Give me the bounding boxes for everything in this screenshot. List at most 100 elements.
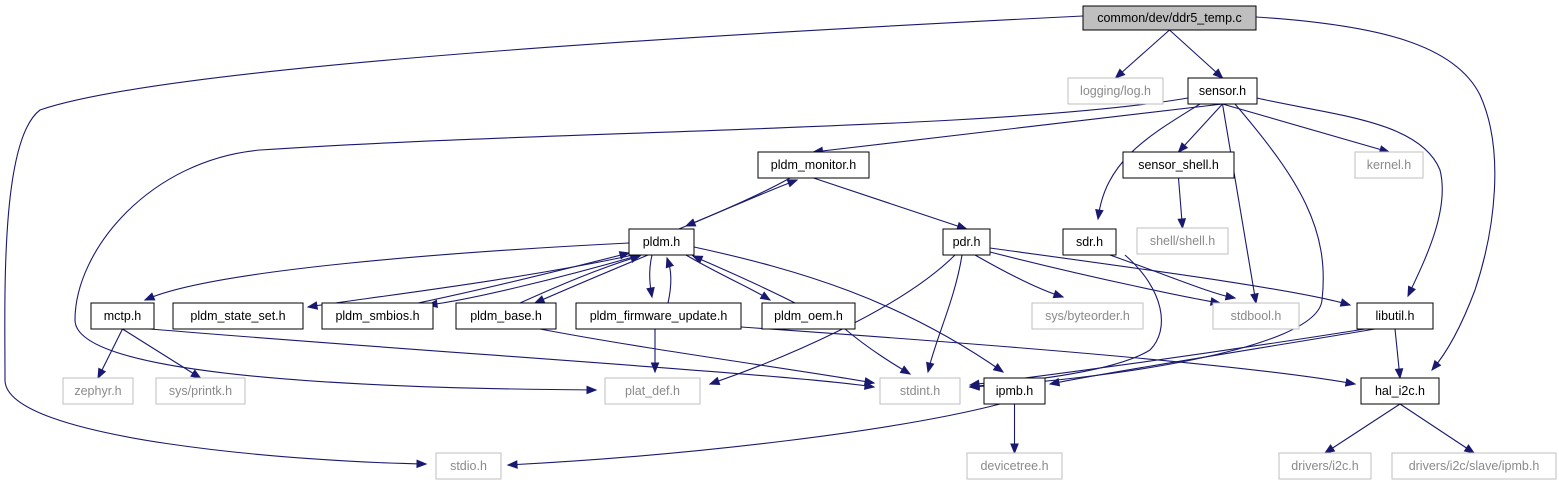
node-label: common/dev/ddr5_temp.c bbox=[1097, 11, 1242, 25]
node-drivers-i2c[interactable]: drivers/i2c.h bbox=[1278, 452, 1372, 480]
node-sensor[interactable]: sensor.h bbox=[1187, 77, 1258, 105]
node-label: pldm_state_set.h bbox=[190, 309, 285, 323]
node-pldm-base[interactable]: pldm_base.h bbox=[455, 302, 557, 330]
arrowhead bbox=[1114, 68, 1126, 79]
node-box bbox=[879, 377, 961, 405]
node-box bbox=[455, 302, 557, 330]
edge-pdr-to-stdint bbox=[926, 254, 963, 374]
node-sensor-shell[interactable]: sensor_shell.h bbox=[1122, 151, 1235, 179]
arrowhead bbox=[1177, 142, 1189, 153]
node-devicetree[interactable]: devicetree.h bbox=[966, 452, 1063, 480]
arrowhead bbox=[618, 251, 631, 260]
node-pldm[interactable]: pldm.h bbox=[628, 228, 695, 256]
arrowhead bbox=[1177, 218, 1187, 230]
edge-pdr-to-libutil bbox=[989, 247, 1352, 307]
node-box bbox=[1067, 77, 1164, 105]
node-box bbox=[1031, 302, 1144, 330]
arrowhead bbox=[1052, 289, 1065, 299]
node-hal-i2c[interactable]: hal_i2c.h bbox=[1360, 377, 1440, 405]
node-label: sensor.h bbox=[1199, 84, 1246, 98]
edge-root-to-log bbox=[1114, 29, 1170, 79]
edge-pldm-to-pldm_smbios bbox=[426, 254, 641, 309]
node-pdr[interactable]: pdr.h bbox=[942, 228, 991, 256]
edge-sensor-to-stdbool bbox=[1221, 103, 1259, 305]
node-stdio[interactable]: stdio.h bbox=[435, 452, 502, 480]
node-pldm-smbios[interactable]: pldm_smbios.h bbox=[321, 302, 434, 330]
node-zephyr[interactable]: zephyr.h bbox=[62, 377, 134, 405]
arrowhead bbox=[1463, 444, 1476, 454]
node-printk[interactable]: sys/printk.h bbox=[155, 377, 246, 405]
node-box bbox=[172, 302, 304, 330]
node-box bbox=[1278, 452, 1372, 480]
edge-ipmb-to-stdio bbox=[506, 403, 1001, 469]
edge-pldm_oem-to-pldm bbox=[691, 255, 796, 304]
node-pldm-oem[interactable]: pldm_oem.h bbox=[761, 302, 856, 330]
node-libutil[interactable]: libutil.h bbox=[1356, 302, 1434, 330]
node-label: pldm_monitor.h bbox=[771, 158, 857, 172]
node-box bbox=[1136, 227, 1229, 255]
edges-layer bbox=[4, 15, 1496, 469]
edge-pldm_firmware_update-to-plat_def bbox=[650, 329, 660, 374]
node-box bbox=[1122, 151, 1235, 179]
node-mctp[interactable]: mctp.h bbox=[90, 302, 155, 330]
node-stdbool[interactable]: stdbool.h bbox=[1212, 302, 1300, 330]
node-pldm-monitor[interactable]: pldm_monitor.h bbox=[757, 151, 870, 179]
node-label: sys/printk.h bbox=[169, 384, 232, 398]
edge-root-to-hal_i2c bbox=[1255, 16, 1496, 372]
node-box bbox=[761, 302, 856, 330]
arrowhead bbox=[629, 254, 642, 263]
node-label: pldm_firmware_update.h bbox=[590, 309, 728, 323]
arrowhead bbox=[416, 459, 428, 469]
node-label: drivers/i2c/slave/ipmb.h bbox=[1409, 459, 1540, 473]
node-box bbox=[435, 452, 502, 480]
node-root[interactable]: common/dev/ddr5_temp.c bbox=[1082, 5, 1257, 31]
edge-sensor-to-sdr bbox=[1095, 103, 1201, 221]
node-ipmb[interactable]: ipmb.h bbox=[983, 377, 1046, 405]
arrowhead bbox=[646, 286, 655, 299]
arrowhead bbox=[926, 361, 935, 374]
arrowhead bbox=[143, 292, 156, 301]
arrowhead bbox=[691, 255, 704, 264]
arrowhead bbox=[1339, 298, 1352, 307]
arrowhead bbox=[665, 256, 675, 269]
edge-mctp-to-zephyr bbox=[97, 328, 123, 380]
node-label: pldm_oem.h bbox=[774, 309, 843, 323]
edge-pldm_firmware_update-to-hal_i2c bbox=[740, 326, 1357, 387]
edge-hal_i2c-to-drivers_ipmb bbox=[1399, 403, 1476, 454]
arrowhead bbox=[1212, 68, 1224, 79]
node-box bbox=[155, 377, 246, 405]
node-byteorder[interactable]: sys/byteorder.h bbox=[1031, 302, 1144, 330]
edge-mctp-to-printk bbox=[122, 328, 202, 379]
nodes-layer: common/dev/ddr5_temp.c logging/log.h senso… bbox=[62, 5, 1557, 480]
edge-pldm_firmware_update-to-pldm bbox=[665, 256, 675, 304]
node-label: zephyr.h bbox=[74, 384, 121, 398]
node-plat-def[interactable]: plat_def.h bbox=[604, 377, 701, 405]
node-shell[interactable]: shell/shell.h bbox=[1136, 227, 1229, 255]
node-kernel[interactable]: kernel.h bbox=[1354, 151, 1424, 179]
arrowhead bbox=[1224, 291, 1237, 301]
node-label: sensor_shell.h bbox=[1138, 158, 1219, 172]
node-label: plat_def.h bbox=[625, 384, 680, 398]
edge-sensor-to-sensor_shell bbox=[1177, 103, 1223, 153]
node-label: stdbool.h bbox=[1231, 309, 1282, 323]
node-box bbox=[1360, 377, 1440, 405]
arrowhead bbox=[1048, 377, 1061, 387]
arrowhead bbox=[992, 363, 1005, 373]
node-log[interactable]: logging/log.h bbox=[1067, 77, 1164, 105]
node-drivers-ipmb[interactable]: drivers/i2c/slave/ipmb.h bbox=[1391, 452, 1557, 480]
edge-sdr-to-stdbool bbox=[1109, 254, 1237, 301]
node-label: stdint.h bbox=[900, 384, 940, 398]
arrowhead bbox=[97, 367, 107, 380]
arrowhead bbox=[1250, 292, 1259, 305]
node-label: sdr.h bbox=[1076, 235, 1103, 249]
node-label: pldm_smbios.h bbox=[335, 309, 419, 323]
node-box bbox=[1391, 452, 1557, 480]
node-label: hal_i2c.h bbox=[1375, 384, 1425, 398]
edge-root-to-stdio bbox=[4, 15, 1084, 469]
node-sdr[interactable]: sdr.h bbox=[1062, 228, 1117, 256]
node-pldm-firmware-update[interactable]: pldm_firmware_update.h bbox=[575, 302, 742, 330]
node-box bbox=[1187, 77, 1258, 105]
node-stdint[interactable]: stdint.h bbox=[879, 377, 961, 405]
node-pldm-state-set[interactable]: pldm_state_set.h bbox=[172, 302, 304, 330]
